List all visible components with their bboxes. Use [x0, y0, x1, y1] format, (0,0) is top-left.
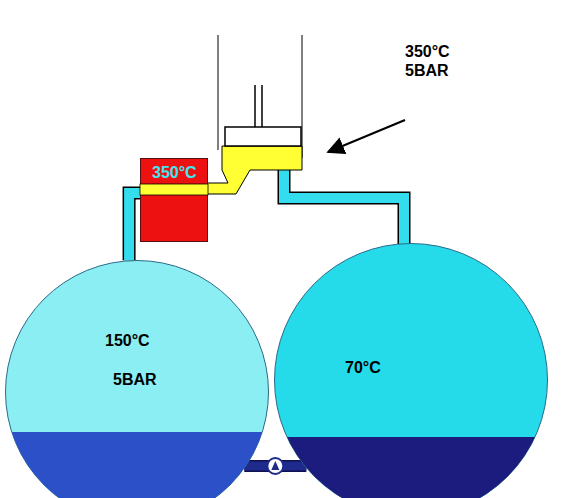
temperature-label: 350°C: [152, 164, 197, 182]
temperature-label: 70°C: [345, 359, 381, 377]
piston-rod: [254, 85, 256, 127]
temperature-label: 5BAR: [113, 371, 157, 389]
tank-circle: 70°C: [274, 243, 548, 498]
heater-box: 350°C: [140, 158, 208, 242]
tank-body: [275, 244, 548, 498]
pointer-arrow: [328, 120, 405, 152]
pipe-outline: [129, 193, 140, 260]
pump-symbol: [267, 458, 283, 474]
water-level: [5, 432, 269, 498]
pipe: [129, 193, 140, 260]
pipe: [244, 462, 306, 471]
tank-body: [6, 261, 269, 498]
cylinder-wall: [218, 35, 219, 150]
hot-chamber: [206, 146, 302, 194]
tank-shape: [274, 243, 548, 498]
tank-circle: 150°C 5BAR: [5, 260, 269, 498]
temperature-label: 150°C: [105, 332, 150, 350]
piston-rod: [261, 85, 263, 127]
piston: [225, 127, 301, 146]
hot-channel: [140, 184, 208, 195]
heater-body: [141, 159, 208, 242]
condition-label: 350°C 5BAR: [405, 42, 450, 80]
water-level: [274, 437, 548, 498]
